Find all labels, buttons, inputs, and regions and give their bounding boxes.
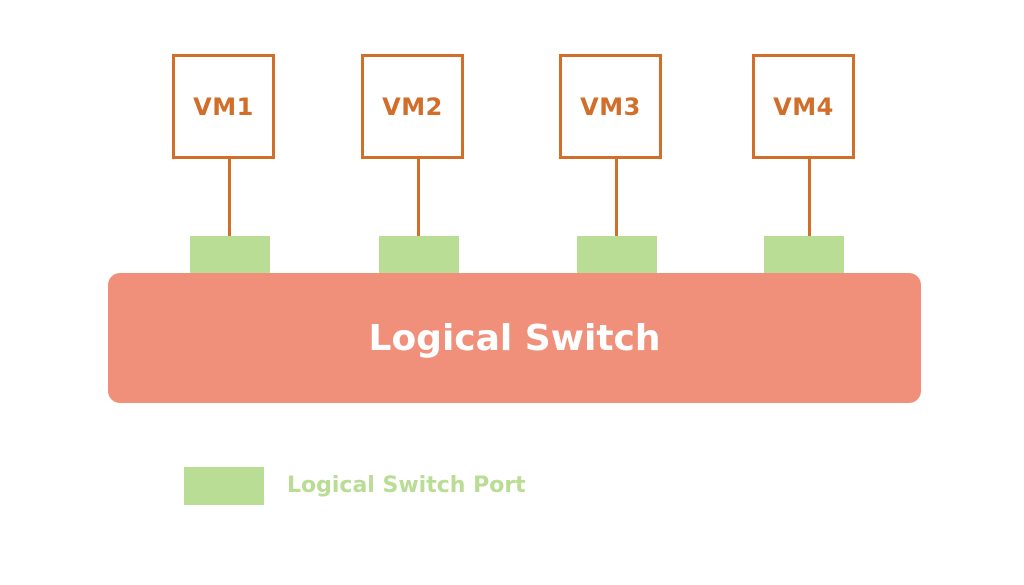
legend-port-label: Logical Switch Port [287,473,526,498]
vm-label: VM1 [193,92,254,121]
switch-port [764,236,844,274]
vm-node: VM1 [172,54,275,159]
vm-node: VM2 [361,54,464,159]
vm-node: VM3 [559,54,662,159]
switch-port [190,236,270,274]
logical-switch: Logical Switch [108,273,921,403]
legend-port-swatch [184,467,264,505]
switch-port [379,236,459,274]
switch-port [577,236,657,274]
vm-label: VM3 [580,92,641,121]
vm-port-link [808,158,811,236]
vm-node: VM4 [752,54,855,159]
vm-port-link [228,158,231,236]
vm-port-link [417,158,420,236]
vm-port-link [615,158,618,236]
vm-label: VM2 [382,92,443,121]
vm-label: VM4 [773,92,834,121]
logical-switch-label: Logical Switch [368,317,661,359]
